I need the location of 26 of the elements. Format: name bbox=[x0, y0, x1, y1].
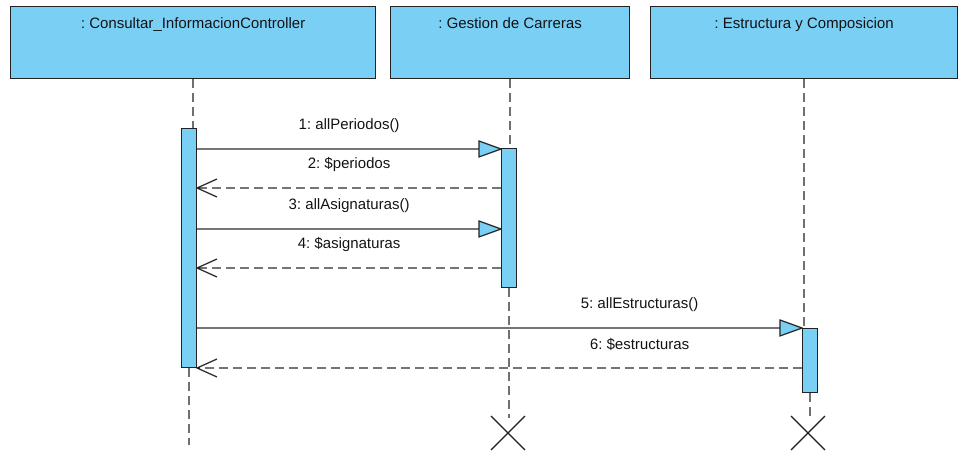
activation-bar bbox=[181, 128, 197, 368]
destruction-mark-icon bbox=[790, 415, 826, 451]
message-label: 1: allPeriodos() bbox=[296, 116, 402, 134]
return-message-arrow bbox=[196, 258, 501, 278]
object-name: : Estructura y Composicion bbox=[713, 15, 895, 32]
message-label: 5: allEstructuras() bbox=[578, 295, 700, 313]
activation-bar bbox=[501, 148, 517, 288]
activation-bar bbox=[802, 328, 818, 393]
message-arrow bbox=[197, 319, 803, 337]
message-arrow bbox=[197, 140, 502, 158]
lifeline-head-box bbox=[390, 6, 630, 79]
message-label: 2: $periodos bbox=[306, 155, 392, 173]
object-name: : Consultar_InformacionController bbox=[80, 15, 306, 32]
lifeline-head-box bbox=[10, 6, 376, 79]
message-arrow bbox=[197, 220, 502, 238]
lifeline bbox=[192, 79, 194, 128]
lifeline bbox=[508, 288, 510, 418]
object-name: : Gestion de Carreras bbox=[437, 15, 583, 32]
destruction-mark-icon bbox=[490, 415, 526, 451]
lifeline bbox=[809, 393, 811, 418]
lifeline-head-box bbox=[650, 6, 958, 79]
return-message-arrow bbox=[196, 358, 802, 378]
return-message-arrow bbox=[196, 178, 501, 198]
message-label: 3: allAsignaturas() bbox=[286, 196, 412, 214]
lifeline bbox=[803, 79, 805, 328]
message-label: 4: $asignaturas bbox=[296, 235, 402, 253]
